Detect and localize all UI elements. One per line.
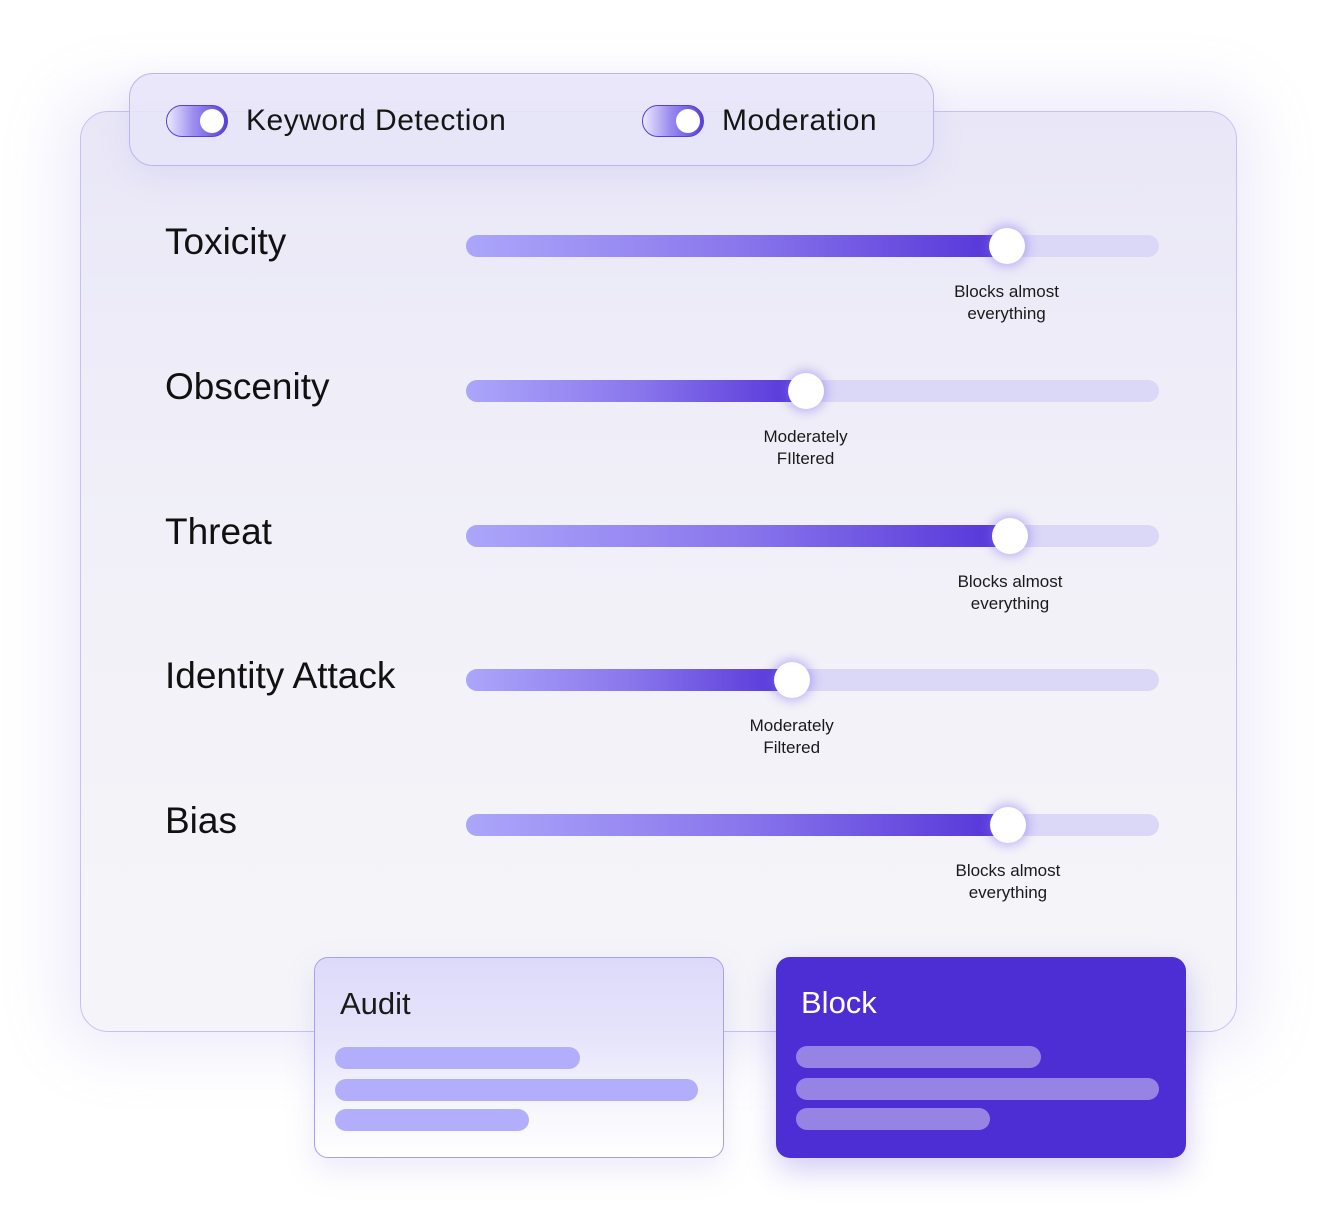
placeholder-line: [796, 1078, 1159, 1100]
caption-line-2: everything: [970, 594, 1050, 613]
bias-slider-thumb[interactable]: [989, 807, 1026, 843]
slider-row-toxicity: Toxicity Blocks almost everything: [0, 223, 1317, 343]
slider-caption: Blocks almost everything: [910, 571, 1110, 615]
caption-line-1: Moderately: [763, 427, 848, 446]
slider-row-bias: Bias Blocks almost everything: [0, 802, 1317, 922]
slider-fill: [466, 669, 792, 691]
slider-row-identity-attack: Identity Attack Moderately Filtered: [0, 657, 1317, 777]
moderation-switch[interactable]: [642, 104, 704, 137]
placeholder-line: [335, 1109, 529, 1131]
caption-line-2: everything: [967, 304, 1046, 323]
slider-label: Bias: [165, 800, 237, 841]
obscenity-slider-track[interactable]: Moderately FIltered: [466, 373, 1159, 468]
slider-caption: Blocks almost everything: [908, 860, 1108, 904]
moderation-toggle-group: Moderation: [642, 74, 877, 167]
slider-label: Identity Attack: [165, 655, 396, 696]
block-card-title: Block: [801, 985, 877, 1020]
placeholder-line: [335, 1079, 698, 1101]
moderation-label: Moderation: [722, 103, 878, 137]
placeholder-line: [335, 1047, 580, 1069]
placeholder-line: [796, 1046, 1041, 1068]
keyword-detection-toggle-group: Keyword Detection: [166, 74, 506, 167]
caption-line-1: Blocks almost: [954, 282, 1059, 301]
threat-slider-track[interactable]: Blocks almost everything: [466, 518, 1159, 613]
keyword-detection-label: Keyword Detection: [246, 103, 507, 137]
moderation-settings-panel: [80, 111, 1237, 1032]
slider-label: Toxicity: [165, 221, 287, 262]
slider-label: Obscenity: [165, 366, 330, 407]
toggle-bar: Keyword Detection Moderation: [129, 73, 934, 166]
slider-label: Threat: [165, 511, 272, 552]
slider-caption: Moderately FIltered: [706, 426, 906, 470]
threat-slider-thumb[interactable]: [992, 518, 1028, 554]
identity-attack-slider-track[interactable]: Moderately Filtered: [466, 662, 1159, 757]
identity-attack-slider-thumb[interactable]: [773, 662, 810, 698]
slider-caption: Blocks almost everything: [907, 281, 1107, 325]
caption-line-1: Blocks almost: [957, 572, 1063, 591]
caption-line-2: FIltered: [776, 449, 835, 468]
toxicity-slider-thumb[interactable]: [988, 228, 1025, 264]
caption-line-2: Filtered: [763, 738, 821, 757]
slider-fill: [466, 235, 1007, 257]
slider-caption: Moderately Filtered: [692, 715, 892, 759]
keyword-detection-switch[interactable]: [166, 104, 228, 137]
slider-fill: [466, 814, 1008, 836]
toxicity-slider-track[interactable]: Blocks almost everything: [466, 228, 1159, 323]
bias-slider-track[interactable]: Blocks almost everything: [466, 807, 1159, 902]
audit-card-title: Audit: [340, 986, 411, 1021]
slider-fill: [466, 380, 806, 402]
caption-line-1: Blocks almost: [955, 861, 1061, 880]
slider-row-threat: Threat Blocks almost everything: [0, 513, 1317, 633]
slider-row-obscenity: Obscenity Moderately FIltered: [0, 368, 1317, 488]
caption-line-1: Moderately: [749, 716, 834, 735]
placeholder-line: [796, 1108, 990, 1130]
obscenity-slider-thumb[interactable]: [787, 373, 824, 409]
switch-knob-icon: [676, 108, 700, 133]
slider-fill: [466, 525, 1010, 547]
switch-knob-icon: [200, 108, 224, 133]
audit-action-card[interactable]: Audit: [314, 957, 724, 1158]
caption-line-2: everything: [968, 883, 1048, 902]
block-action-card[interactable]: Block: [776, 957, 1186, 1158]
